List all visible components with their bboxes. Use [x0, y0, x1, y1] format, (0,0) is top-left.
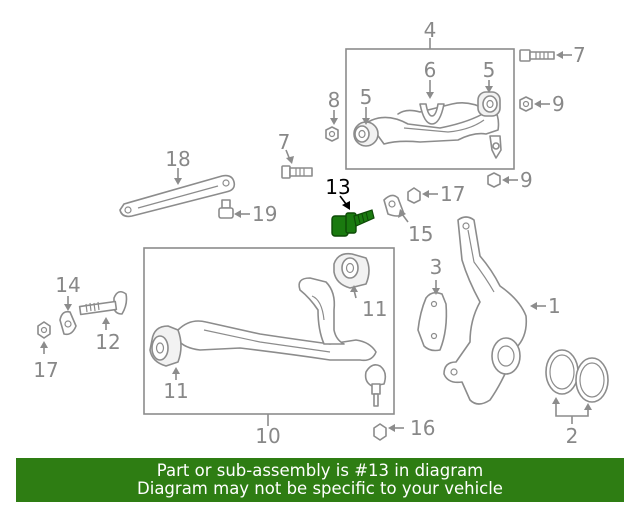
upper-bushing-left	[353, 121, 379, 147]
callout-11-bottom: 11	[163, 379, 188, 403]
callout-9-left: 8	[328, 88, 341, 112]
callout-2: 2	[566, 424, 579, 448]
bolt-13-highlighted	[331, 209, 375, 237]
upper-bolt	[519, 49, 555, 62]
lower-bushing-front	[149, 325, 182, 367]
callout-10: 10	[255, 424, 280, 448]
callout-15: 15	[408, 222, 433, 246]
upper-bushing-right	[477, 91, 501, 117]
callout-3: 3	[430, 255, 443, 279]
info-banner: Part or sub-assembly is #13 in diagram D…	[16, 458, 624, 502]
upper-nut-left	[325, 126, 339, 142]
callout-4: 4	[424, 18, 437, 42]
lower-control-arm	[177, 277, 387, 407]
nut-17-top	[407, 187, 421, 204]
callout-19: 19	[252, 202, 277, 226]
dust-shield	[417, 291, 448, 352]
callout-11-top: 11	[362, 297, 387, 321]
bolt-7-middle	[281, 165, 313, 179]
callout-18: 18	[165, 147, 190, 171]
banner-line-2: Diagram may not be specific to your vehi…	[137, 479, 503, 498]
callout-7-middle: 7	[278, 130, 291, 154]
callout-1: 1	[548, 294, 561, 318]
nut-16	[373, 423, 387, 441]
nut-17-left	[37, 321, 51, 339]
callout-7-top: 7	[573, 43, 586, 67]
nut-8	[487, 172, 501, 188]
upper-nut-right	[519, 96, 533, 112]
bolt-19	[218, 199, 234, 219]
callout-17-top: 17	[440, 182, 465, 206]
callout-13: 13	[325, 175, 350, 199]
callout-6: 6	[424, 58, 437, 82]
callout-12: 12	[95, 330, 120, 354]
lower-arm-group-box	[143, 247, 395, 415]
cam-bolt-12	[78, 290, 128, 316]
banner-line-1: Part or sub-assembly is #13 in diagram	[156, 461, 484, 480]
cam-washer-14	[59, 310, 77, 336]
callout-16: 16	[410, 416, 435, 440]
steering-knuckle	[443, 216, 528, 405]
bump-stop	[419, 103, 445, 125]
lower-bushing-rear	[333, 252, 370, 289]
callout-14: 14	[55, 273, 80, 297]
strut-rod	[119, 174, 236, 218]
seal-left	[545, 349, 579, 395]
callout-8: 9	[520, 168, 533, 192]
callout-5-right: 5	[483, 58, 496, 82]
callout-17-left: 17	[33, 358, 58, 382]
callout-9-right: 9	[552, 92, 565, 116]
callout-5-left: 5	[360, 85, 373, 109]
seal-right	[575, 357, 609, 403]
